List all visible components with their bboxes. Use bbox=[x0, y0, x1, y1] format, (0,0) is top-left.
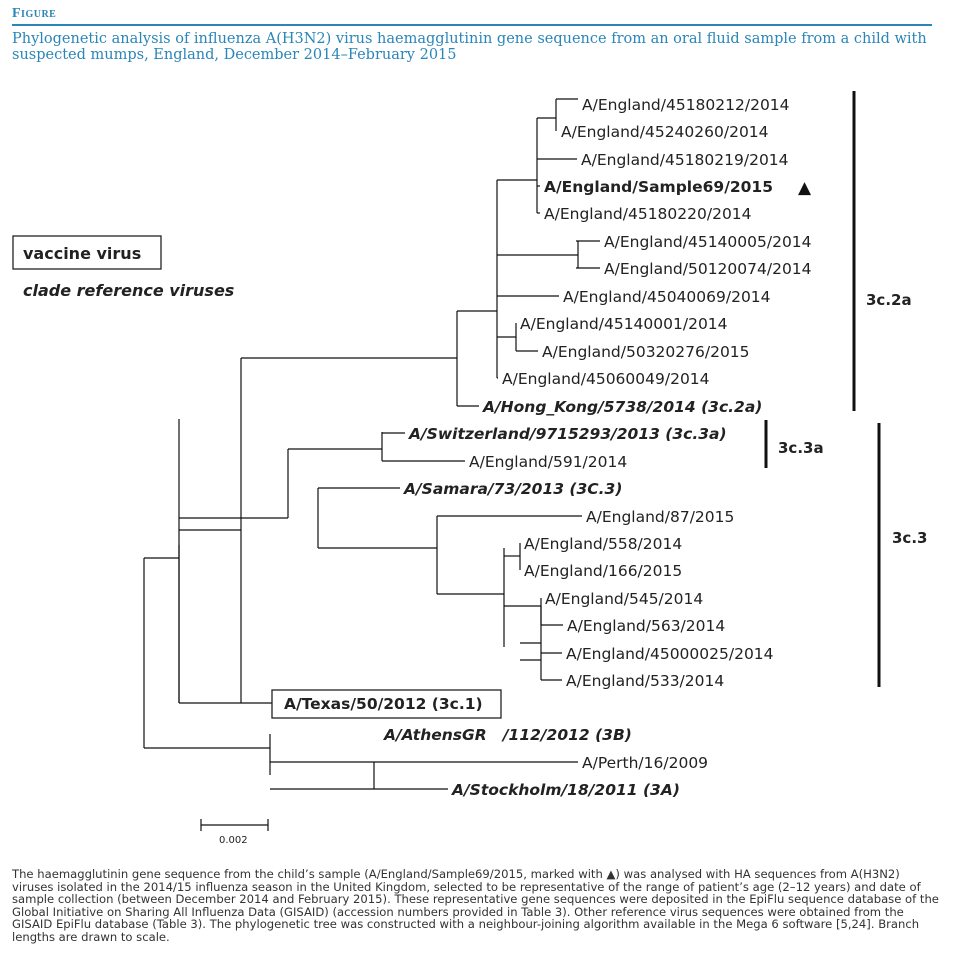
leaf-label: A/England/50120074/2014 bbox=[604, 260, 812, 278]
clade-label-3c3a: 3c.3a bbox=[778, 439, 824, 457]
leaf-label: A/Stockholm/18/2011 (3A) bbox=[451, 781, 680, 799]
tree-branches bbox=[143, 98, 600, 790]
leaf-label: A/England/45180220/2014 bbox=[544, 205, 752, 223]
leaf-label: A/Hong_Kong/5738/2014 (3c.2a) bbox=[482, 398, 762, 416]
clade-label-3c2a: 3c.2a bbox=[866, 291, 912, 309]
leaf-label: A/England/Sample69/2015 bbox=[544, 178, 773, 196]
scale-bar-label: 0.002 bbox=[219, 835, 248, 846]
figure-notes: The haemagglutinin gene sequence from th… bbox=[12, 867, 939, 944]
leaf-label: A/England/45180219/2014 bbox=[581, 151, 789, 169]
leaf-label: A/Samara/73/2013 (3C.3) bbox=[403, 480, 622, 498]
leaf-label: A/Switzerland/9715293/2013 (3c.3a) bbox=[408, 425, 727, 443]
clade-label-3c3: 3c.3 bbox=[892, 529, 927, 547]
leaf-label: A/England/45180212/2014 bbox=[582, 96, 790, 114]
leaf-label: A/Perth/16/2009 bbox=[582, 754, 708, 772]
leaf-label: A/England/45000025/2014 bbox=[566, 645, 774, 663]
leaf-label: A/England/45240260/2014 bbox=[561, 123, 769, 141]
leaf-label: A/England/563/2014 bbox=[567, 617, 725, 635]
figure-label: Figure bbox=[12, 6, 57, 21]
vaccine-legend-box bbox=[12, 235, 162, 270]
clade-reference-legend-label: clade reference viruses bbox=[23, 281, 234, 300]
leaf-label: A/England/533/2014 bbox=[566, 672, 724, 690]
vaccine-legend-label: vaccine virus bbox=[23, 244, 141, 263]
leaf-label: A/England/545/2014 bbox=[545, 590, 703, 608]
leaf-label: A/England/558/2014 bbox=[524, 535, 682, 553]
scale-bar bbox=[200, 819, 269, 831]
leaf-label: A/Texas/50/2012 (3c.1) bbox=[284, 695, 483, 713]
leaf-label: A/England/45140005/2014 bbox=[604, 233, 812, 251]
tree-leaves: A/England/45180212/2014A/England/4524026… bbox=[284, 96, 812, 799]
sample-marker-icon: ▲ bbox=[798, 178, 812, 198]
leaf-label: A/England/45060049/2014 bbox=[502, 370, 710, 388]
leaf-label: A/England/166/2015 bbox=[524, 562, 682, 580]
leaf-label: A/England/45040069/2014 bbox=[563, 288, 771, 306]
figure-divider bbox=[12, 24, 932, 26]
leaf-label: A/AthensGR /112/2012 (3B) bbox=[383, 726, 632, 744]
leaf-label: A/England/45140001/2014 bbox=[520, 315, 728, 333]
phylogenetic-tree: vaccine virus clade reference viruses A/… bbox=[12, 91, 927, 846]
leaf-label: A/England/591/2014 bbox=[469, 453, 627, 471]
vaccine-virus-box bbox=[271, 689, 502, 719]
leaf-label: A/England/50320276/2015 bbox=[542, 343, 750, 361]
leaf-label: A/England/87/2015 bbox=[586, 508, 734, 526]
figure-caption: Phylogenetic analysis of influenza A(H3N… bbox=[12, 31, 927, 63]
